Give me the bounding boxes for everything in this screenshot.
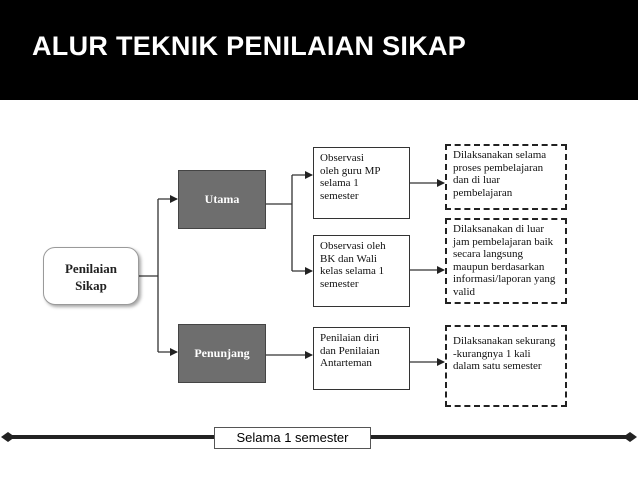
page-title: ALUR TEKNIK PENILAIAN SIKAP — [32, 31, 467, 61]
note-1-label: Dilaksanakan selama proses pembelajaran … — [453, 149, 547, 199]
note-box-1: Dilaksanakan selama proses pembelajaran … — [445, 144, 567, 210]
timeline-label: Selama 1 semester — [214, 427, 371, 449]
timeline-end-diamond — [623, 432, 637, 442]
note-2-label: Dilaksanakan di luar jam pembelajaran ba… — [453, 223, 556, 298]
method-penilaian-diri: Penilaian diri dan Penilaian Antarteman — [313, 327, 410, 390]
root-node-label: Penilaian Sikap — [64, 261, 117, 293]
category-penunjang-label: Penunjang — [194, 346, 250, 360]
timeline-start-diamond — [1, 432, 15, 442]
title-bar: ALUR TEKNIK PENILAIAN SIKAP — [0, 0, 638, 100]
method-3-label: Penilaian diri dan Penilaian Antarteman — [320, 332, 380, 369]
method-observasi-guru: Observasi oleh guru MP selama 1 semester — [313, 147, 410, 219]
category-penunjang: Penunjang — [178, 324, 266, 383]
note-3-label: Dilaksanakan sekurang -kurangnya 1 kali … — [453, 335, 556, 372]
note-box-2: Dilaksanakan di luar jam pembelajaran ba… — [445, 218, 567, 304]
note-box-3: Dilaksanakan sekurang -kurangnya 1 kali … — [445, 325, 567, 407]
category-utama: Utama — [178, 170, 266, 229]
method-observasi-bk-wali: Observasi oleh BK dan Wali kelas selama … — [313, 235, 410, 307]
root-node-penilaian-sikap: Penilaian Sikap — [43, 247, 139, 305]
method-2-label: Observasi oleh BK dan Wali kelas selama … — [320, 240, 386, 290]
method-1-label: Observasi oleh guru MP selama 1 semester — [320, 152, 381, 202]
category-utama-label: Utama — [204, 192, 240, 206]
